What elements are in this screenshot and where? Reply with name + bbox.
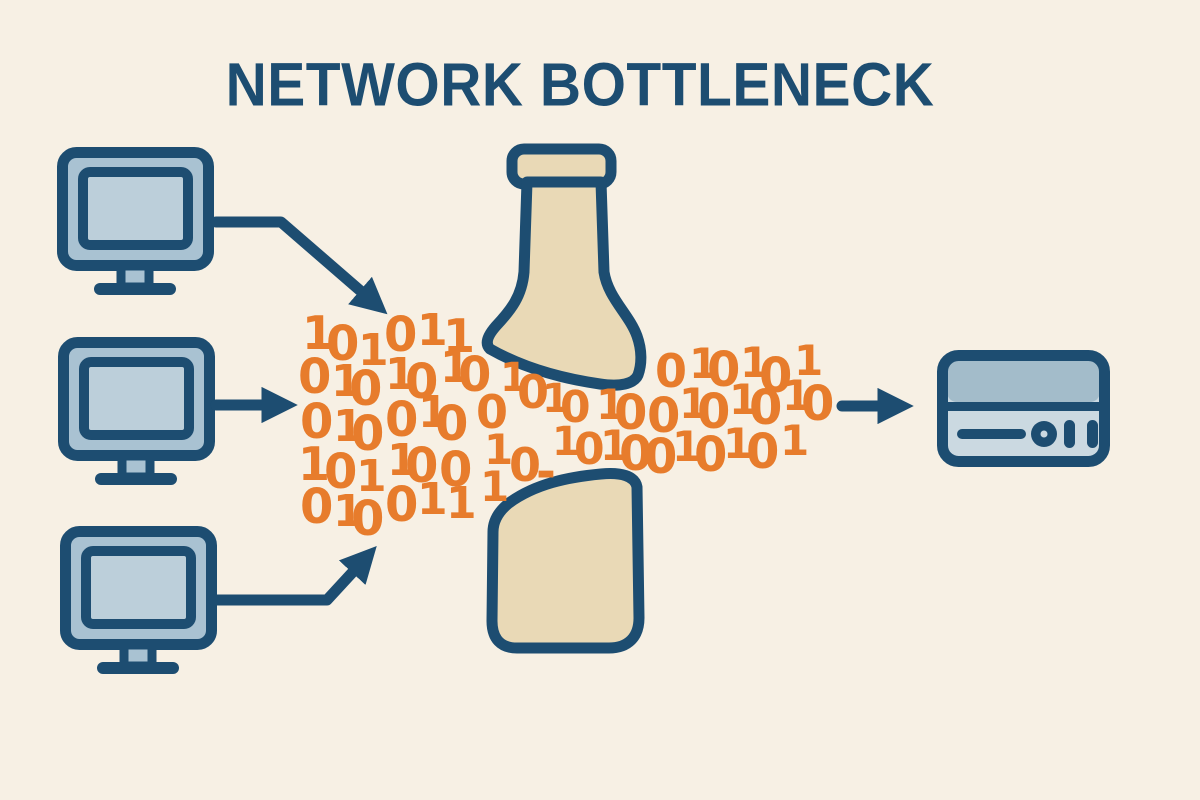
binary-digit: 1 xyxy=(552,419,580,465)
binary-digit: 0 xyxy=(694,427,728,483)
binary-digit: 0 xyxy=(385,477,419,533)
binary-digit: 0 xyxy=(405,354,439,410)
binary-digit: 0 xyxy=(619,426,653,482)
binary-digit: 0 xyxy=(326,316,360,372)
arrow-icon xyxy=(210,216,388,315)
binary-digit: 0 xyxy=(560,382,591,433)
binary-digit: 1 xyxy=(740,338,770,387)
binary-digit: 0 xyxy=(647,388,681,444)
binary-digit: 1 xyxy=(358,325,389,376)
binary-digit: 0 xyxy=(349,361,383,417)
binary-digit: 1 xyxy=(417,474,448,525)
binary-digit: 0 xyxy=(509,438,542,492)
binary-digit: 1 xyxy=(600,421,630,470)
binary-digit: 0 xyxy=(759,348,793,404)
binary-digit: 1 xyxy=(672,422,702,471)
binary-digit: 1 xyxy=(780,416,810,465)
binary-digit: 1 xyxy=(723,419,753,468)
binary-digit: 0 xyxy=(300,479,334,535)
binary-digit: 1 xyxy=(443,309,476,363)
binary-digit: 1 xyxy=(729,375,759,424)
binary-digit: 0 xyxy=(574,424,605,475)
binary-digit: 1 xyxy=(500,355,528,401)
binary-digit: 0 xyxy=(644,429,678,485)
server-led-icon xyxy=(1087,420,1098,448)
arrow-icon xyxy=(208,545,377,606)
binary-digit: 1 xyxy=(333,486,364,537)
binary-digit: 0 xyxy=(749,380,783,436)
bottle-top-icon xyxy=(481,143,647,391)
binary-digit: 1 xyxy=(333,401,364,452)
binary-digit: 0 xyxy=(697,384,731,440)
binary-digit: 0 xyxy=(435,396,469,452)
binary-digit: 0 xyxy=(324,444,358,500)
binary-digit: - xyxy=(536,444,556,500)
server-led-icon xyxy=(1064,420,1075,448)
binary-digit: 1 xyxy=(385,349,416,400)
binary-digit: 1 xyxy=(387,435,418,486)
binary-digit: 0 xyxy=(517,365,550,419)
binary-digit: 1 xyxy=(782,371,812,420)
binary-digit: 1 xyxy=(440,342,471,393)
binary-digit: 1 xyxy=(417,305,448,356)
binary-digit: 1 xyxy=(298,437,331,491)
binary-digit: 0 xyxy=(458,347,492,403)
binary-digit: 1 xyxy=(356,451,387,502)
server-icon xyxy=(937,350,1110,467)
binary-digit: 1 xyxy=(480,462,510,511)
binary-digit: 1 xyxy=(542,376,570,422)
binary-digit: 0 xyxy=(614,385,648,441)
binary-digit: 1 xyxy=(689,339,719,388)
binary-digit: 0 xyxy=(385,392,419,448)
binary-digit: 1 xyxy=(302,306,335,360)
binary-digit: 0 xyxy=(300,394,334,450)
binary-digit: 0 xyxy=(746,424,780,480)
bottle-bottom-icon xyxy=(486,468,645,654)
binary-digit: 0 xyxy=(384,307,418,363)
binary-digit: 0 xyxy=(351,491,385,547)
binary-digit: 1 xyxy=(679,379,709,428)
binary-digit: 1 xyxy=(418,387,449,438)
binary-digit: 0 xyxy=(801,376,835,432)
binary-digit: 0 xyxy=(655,344,688,398)
binary-digit: 1 xyxy=(331,356,362,407)
binary-digit: 0 xyxy=(405,438,439,494)
binary-digit: 1 xyxy=(446,478,477,529)
binary-digit: 0 xyxy=(351,406,385,462)
binary-digit: 0 xyxy=(298,349,332,405)
binary-digit: 0 xyxy=(707,342,741,398)
binary-digit: 0 xyxy=(439,442,473,498)
binary-digit: 1 xyxy=(596,380,626,429)
binary-digit: 0 xyxy=(476,385,509,439)
binary-digit: 1 xyxy=(484,425,514,474)
binary-digit: 1 xyxy=(794,336,824,385)
diagram-title: NETWORK BOTTLENECK xyxy=(225,51,935,120)
